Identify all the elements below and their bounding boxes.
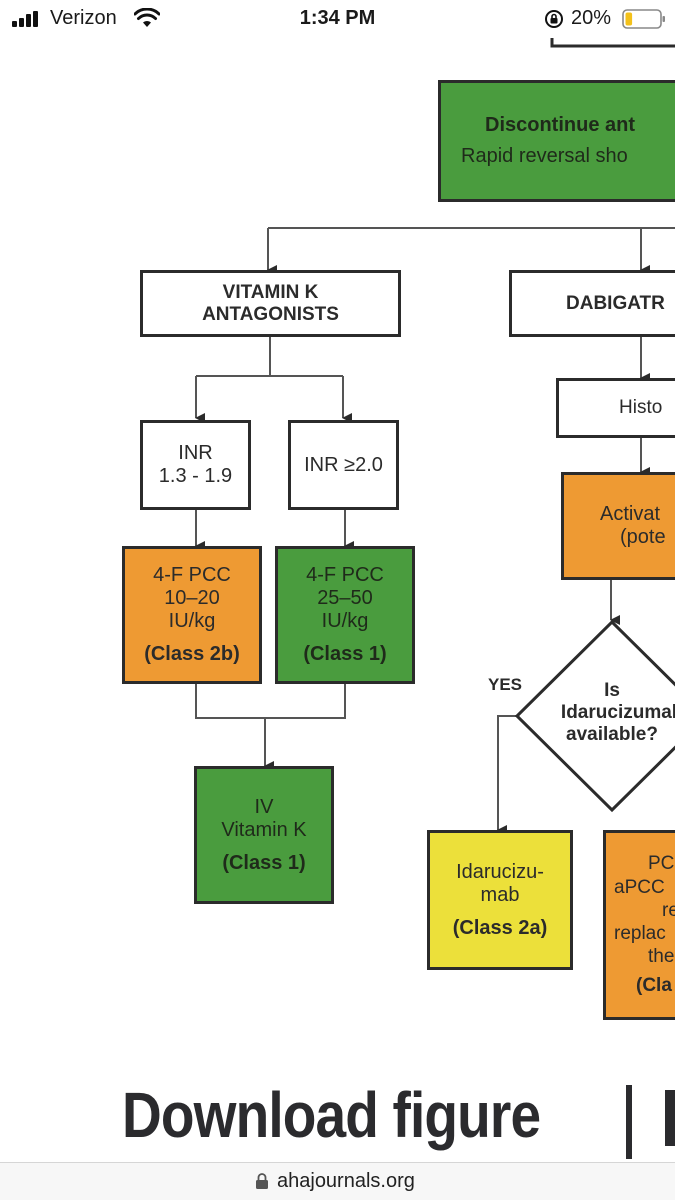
pcc-alt-line6: (Cla — [636, 975, 672, 997]
decision-line2: Idarucizumal — [560, 701, 675, 723]
pcc-low-line3: IU/kg — [168, 610, 216, 632]
battery-percent: 20% — [571, 7, 612, 29]
pcc-high-class: (Class 1) — [303, 643, 387, 665]
dabigatran-label: DABIGATR — [566, 292, 665, 314]
iv-vitk-class: (Class 1) — [222, 851, 306, 874]
orientation-lock-icon — [545, 10, 563, 28]
pcc-high-line1: 4-F PCC — [306, 564, 384, 586]
iv-vitk-line2: Vitamin K — [221, 818, 307, 841]
pcc-alt-line2: aPCC — [614, 876, 665, 898]
history-label: Histo — [619, 397, 663, 419]
idarucizumab-class: (Class 2a) — [452, 916, 548, 939]
flowchart-connectors — [195, 32, 675, 835]
inr-high-box: INR ≥2.0 — [288, 420, 399, 510]
inr-low-line2: 1.3 - 1.9 — [158, 465, 233, 487]
decision-line3: available? — [566, 723, 658, 745]
inr-high-label: INR ≥2.0 — [304, 453, 383, 476]
idarucizumab-line1: Idarucizu- — [456, 860, 544, 883]
battery-icon — [622, 9, 665, 29]
decision-text: Is Idarucizumal available? — [530, 680, 675, 746]
decision-line1: Is — [604, 680, 620, 701]
inr-low-line1: INR — [178, 442, 213, 464]
clock-time: 1:34 PM — [299, 7, 376, 29]
pcc-low-box: 4-F PCC 10–20 IU/kg (Class 2b) — [122, 546, 262, 684]
discontinue-title: Discontinue ant — [485, 114, 636, 136]
pcc-low-line2: 10–20 — [164, 587, 220, 609]
next-heading-fragment — [665, 1090, 675, 1146]
discontinue-subtitle: Rapid reversal sho — [461, 145, 628, 167]
heading-separator — [626, 1085, 632, 1159]
pcc-alt-line3: re — [662, 899, 675, 921]
decision-diamond — [514, 619, 675, 813]
yes-label: YES — [488, 675, 523, 694]
lock-icon — [256, 1173, 268, 1189]
inr-low-box: INR 1.3 - 1.9 — [140, 420, 251, 510]
vka-line1: VITAMIN K — [222, 281, 319, 303]
history-box: Histo — [556, 378, 675, 438]
idarucizumab-line2: mab — [480, 883, 520, 906]
wifi-icon — [134, 8, 160, 27]
pcc-alt-line5: the — [648, 946, 675, 968]
pcc-low-class: (Class 2b) — [144, 643, 240, 665]
download-figure-link[interactable]: Download figure — [122, 1079, 541, 1151]
vka-box: VITAMIN K ANTAGONISTS — [140, 270, 401, 337]
idarucizumab-box: Idarucizu- mab (Class 2a) — [427, 830, 573, 970]
url-domain: ahajournals.org — [277, 1170, 415, 1192]
signal-icon — [12, 11, 38, 27]
iv-vitamin-k-box: IV Vitamin K (Class 1) — [194, 766, 334, 904]
pcc-low-line1: 4-F PCC — [153, 564, 231, 586]
discontinue-box: Discontinue ant Rapid reversal sho — [438, 80, 675, 202]
status-bar: Verizon 1:34 PM 20% — [0, 0, 675, 38]
pcc-alt-line1: PC( — [648, 853, 675, 875]
carrier-name: Verizon — [50, 7, 117, 29]
iv-vitk-line1: IV — [254, 795, 274, 818]
pcc-high-line3: IU/kg — [321, 610, 369, 632]
activated-box: Activat (pote — [561, 472, 675, 580]
activated-line1: Activat — [600, 503, 661, 525]
vka-line2: ANTAGONISTS — [202, 303, 339, 325]
flowchart-figure: Discontinue ant Rapid reversal sho VITAM… — [122, 32, 675, 1020]
activated-line2: (pote — [620, 526, 666, 548]
pcc-high-box: 4-F PCC 25–50 IU/kg (Class 1) — [275, 546, 415, 684]
pcc-alternative-box: PC( aPCC re replac the (Cla — [603, 830, 675, 1020]
dabigatran-box: DABIGATR — [509, 270, 675, 337]
browser-url-bar[interactable]: ahajournals.org — [0, 1162, 675, 1200]
pcc-high-line2: 25–50 — [317, 587, 373, 609]
pcc-alt-line4: replac — [614, 923, 666, 944]
